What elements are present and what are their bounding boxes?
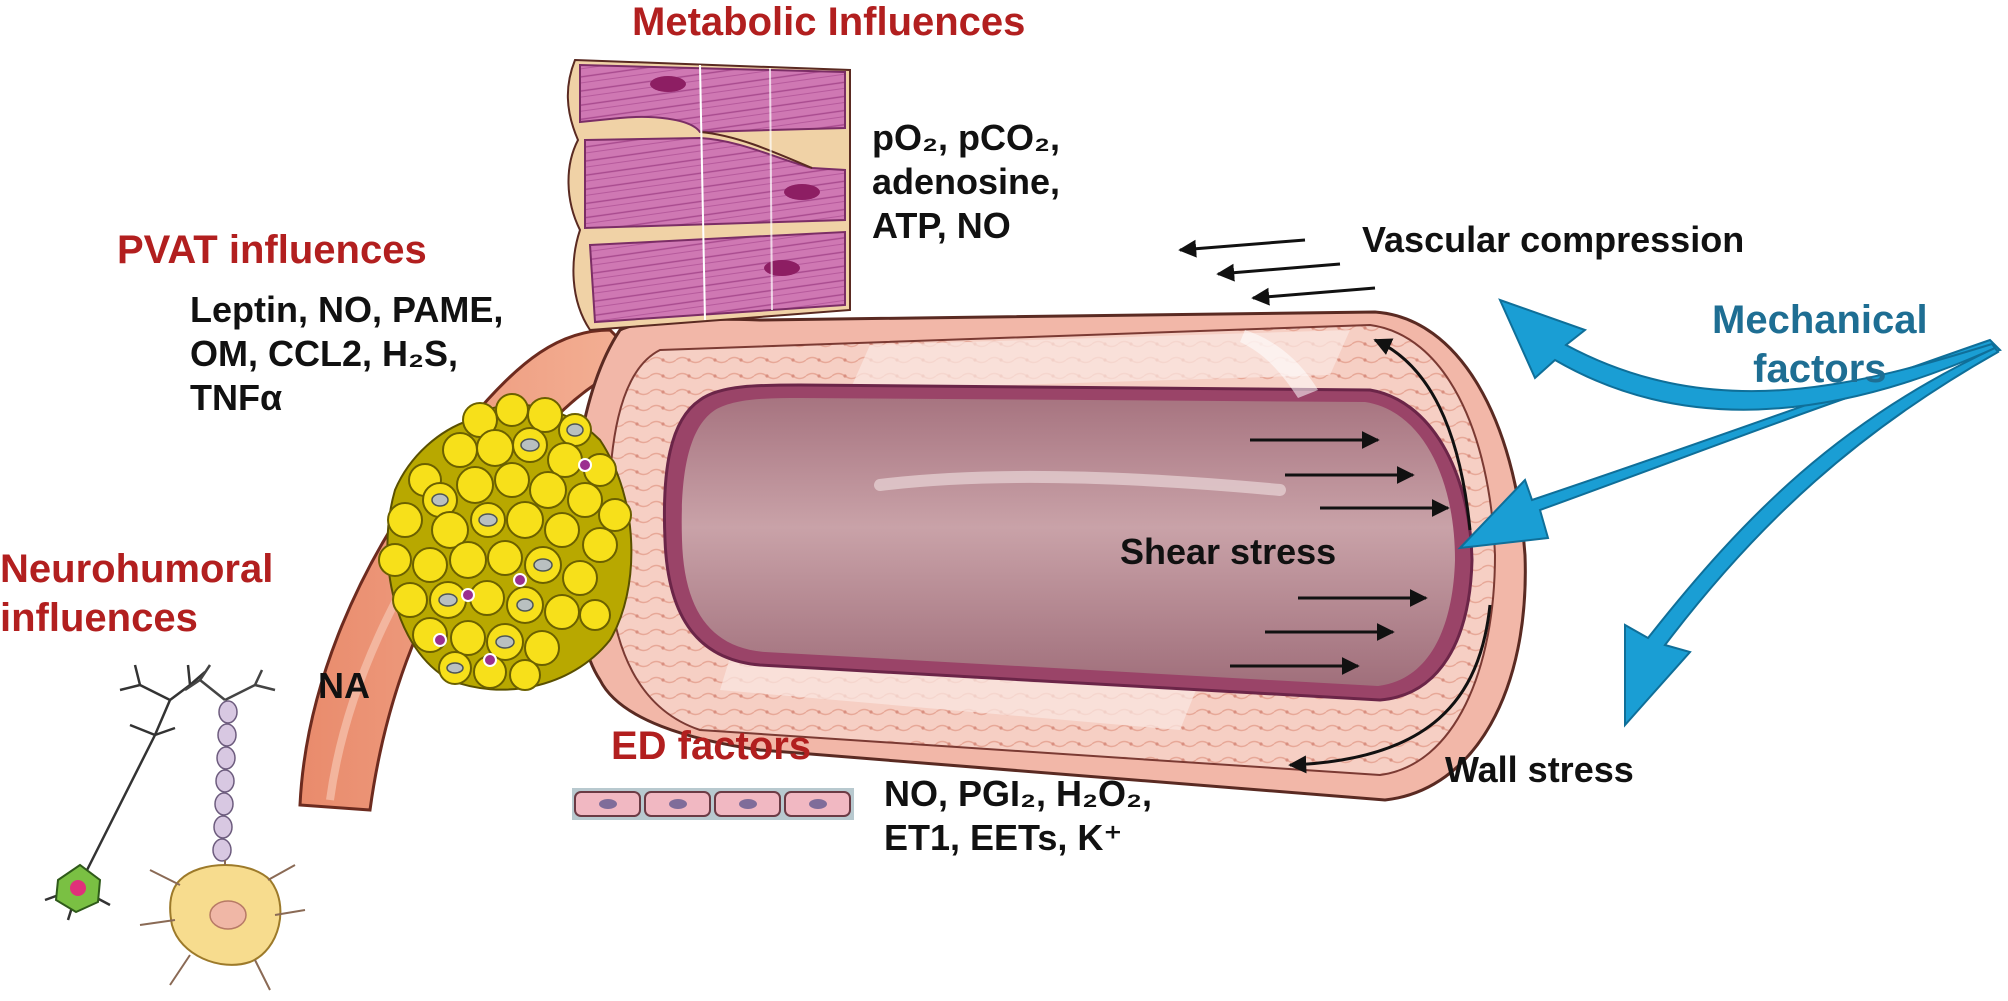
shear-stress-label: Shear stress bbox=[1120, 531, 1337, 572]
mechanical-arrows bbox=[1457, 298, 2002, 728]
metabolic-factors: pO₂, pCO₂, adenosine, ATP, NO bbox=[872, 116, 1060, 248]
compression-arrow bbox=[1251, 286, 1376, 306]
na-label: NA bbox=[318, 665, 370, 706]
wall-stress-arrow bbox=[1373, 338, 1472, 531]
compression-arrow bbox=[1216, 262, 1341, 282]
skeletal-muscle-icon bbox=[566, 58, 851, 332]
wall-stress-arrow bbox=[1288, 604, 1492, 774]
blood-vessel-icon bbox=[570, 310, 1527, 802]
pvat-factor-line: TNFα bbox=[190, 376, 283, 418]
metabolic-factor-line: ATP, NO bbox=[872, 204, 1011, 246]
mechanical-label-line: Mechanical bbox=[1712, 298, 1928, 342]
metabolic-factor-line: pO₂, pCO₂, bbox=[872, 117, 1060, 158]
wall-stress-label: Wall stress bbox=[1445, 749, 1634, 790]
vascular-compression-label: Vascular compression bbox=[1362, 219, 1745, 260]
neurohumoral-title-line: Neurohumoral bbox=[0, 547, 274, 591]
neurohumoral-influences-title: Neurohumoral influences bbox=[0, 545, 273, 643]
adipocyte-cluster-icon bbox=[378, 393, 633, 691]
pvat-factor-line: OM, CCL2, H₂S, bbox=[190, 332, 459, 374]
mechanical-arrow bbox=[1624, 346, 2000, 728]
ed-factors-title: ED factors bbox=[611, 724, 812, 768]
pvat-influences-title: PVAT influences bbox=[117, 228, 427, 272]
mechanical-arrow bbox=[1498, 298, 1997, 411]
shear-stress-arrows bbox=[1230, 431, 1450, 675]
mechanical-label-line: factors bbox=[1753, 346, 1887, 391]
wall-stress-arrows bbox=[1288, 338, 1492, 774]
metabolic-influences-title: Metabolic Influences bbox=[632, 0, 1026, 44]
neuron-icon bbox=[44, 664, 306, 991]
compression-arrow bbox=[1178, 238, 1306, 258]
ed-factor-line: NO, PGI₂, H₂O₂, bbox=[884, 773, 1153, 814]
compression-arrows bbox=[1178, 238, 1376, 306]
endothelial-cells-icon bbox=[572, 788, 854, 820]
pvat-factor-line: Leptin, NO, PAME, bbox=[190, 289, 504, 330]
metabolic-factor-line: adenosine, bbox=[872, 160, 1061, 202]
pvat-factors: Leptin, NO, PAME, OM, CCL2, H₂S, TNFα bbox=[190, 288, 503, 420]
mechanical-factors-label: Mechanical factors bbox=[1712, 296, 1928, 394]
ed-factors: NO, PGI₂, H₂O₂, ET1, EETs, K⁺ bbox=[884, 772, 1152, 860]
neurohumoral-title-line: influences bbox=[0, 595, 198, 640]
ed-factor-line: ET1, EETs, K⁺ bbox=[884, 816, 1123, 858]
